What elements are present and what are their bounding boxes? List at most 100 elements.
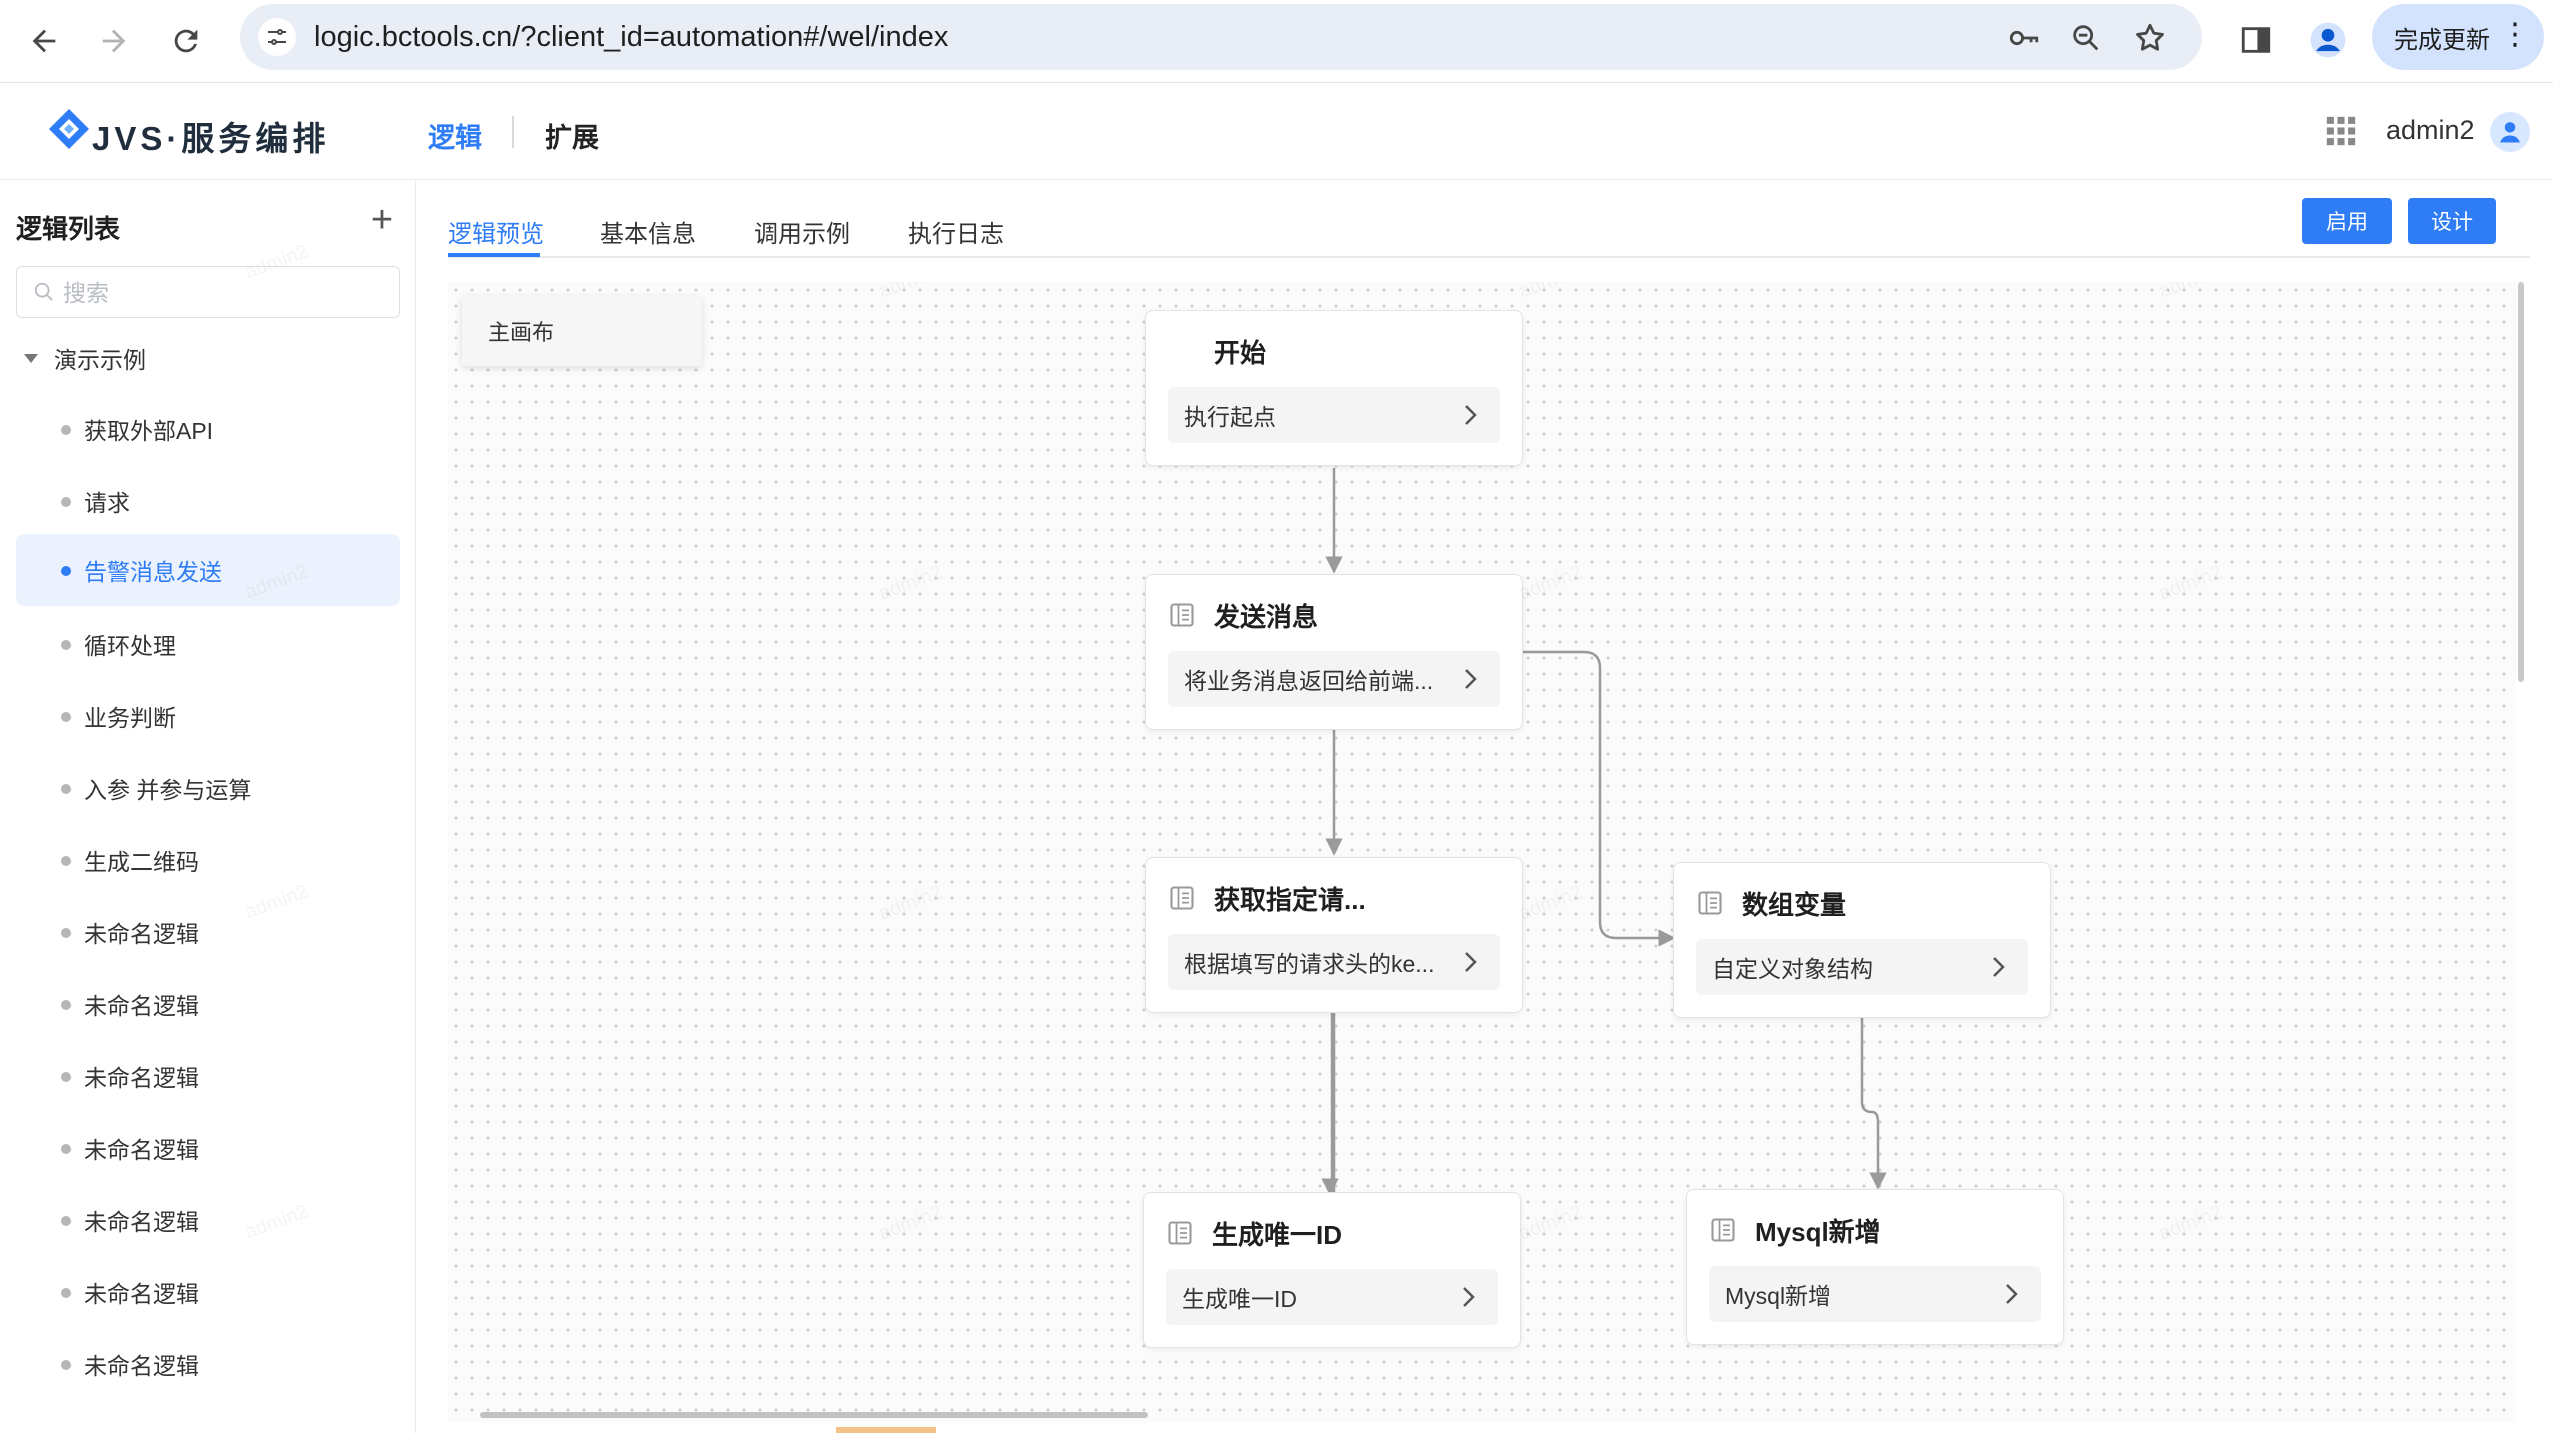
chevron-right-icon — [1465, 669, 1477, 689]
apps-grid-icon[interactable] — [2324, 114, 2358, 148]
side-panel-icon[interactable] — [2230, 14, 2282, 66]
reload-icon — [174, 29, 198, 53]
sidebar-item[interactable]: 未命名逻辑 — [16, 896, 400, 968]
sidebar-item[interactable]: 获取外部API — [16, 393, 400, 465]
sidebar-item-label: 未命名逻辑 — [84, 921, 199, 947]
search-box — [16, 266, 400, 318]
bullet-icon — [61, 1288, 71, 1298]
avatar[interactable] — [2490, 112, 2530, 152]
address-bar[interactable]: logic.bctools.cn/?client_id=automation#/… — [240, 4, 2202, 70]
bullet-icon — [61, 1216, 71, 1226]
top-tab-divider — [512, 116, 514, 148]
sidebar-item[interactable]: 入参 并参与运算 — [16, 752, 400, 824]
node-body[interactable]: Mysql新增 — [1709, 1266, 2041, 1322]
node-title: 数组变量 — [1742, 890, 1847, 920]
sidebar-item[interactable]: 业务判断 — [16, 680, 400, 752]
node-title: 生成唯一ID — [1212, 1220, 1343, 1250]
node-body[interactable]: 生成唯一ID — [1166, 1269, 1498, 1325]
chevron-right-icon — [2006, 1284, 2018, 1304]
node-array-variable[interactable]: 数组变量 自定义对象结构 — [1673, 862, 2051, 1018]
update-label: 完成更新 — [2394, 26, 2490, 54]
reload-button[interactable] — [158, 13, 214, 69]
bullet-icon — [61, 566, 71, 576]
node-mysql-insert[interactable]: Mysql新增 Mysql新增 — [1686, 1189, 2064, 1345]
node-description: Mysql新增 — [1725, 1283, 1832, 1309]
sidebar-item-label: 未命名逻辑 — [84, 1065, 199, 1091]
sidebar-item[interactable]: 未命名逻辑 — [16, 968, 400, 1040]
tab-execution-log[interactable]: 执行日志 — [908, 221, 1004, 248]
group-demo-examples[interactable]: 演示示例 — [24, 341, 146, 375]
node-generate-unique-id[interactable]: 生成唯一ID 生成唯一ID — [1143, 1192, 1521, 1348]
node-title: 获取指定请... — [1214, 885, 1366, 915]
sidebar-item[interactable]: 未命名逻辑 — [16, 1040, 400, 1112]
sidebar-item-label: 生成二维码 — [84, 849, 199, 875]
sidebar-item[interactable]: 未命名逻辑 — [16, 1256, 400, 1328]
zoom-icon[interactable] — [2066, 18, 2106, 58]
sidebar-item-label: 未命名逻辑 — [84, 993, 199, 1019]
back-button[interactable] — [16, 13, 72, 69]
chevron-right-icon — [1463, 1287, 1475, 1307]
tab-logic-preview[interactable]: 逻辑预览 — [448, 221, 544, 248]
sidebar-item-label: 未命名逻辑 — [84, 1137, 199, 1163]
app-header: JVS·服务编排 逻辑 扩展 admin2 — [0, 84, 2553, 180]
top-tab-logic[interactable]: 逻辑 — [428, 123, 482, 153]
top-tab-extension[interactable]: 扩展 — [545, 123, 599, 153]
user-name[interactable]: admin2 — [2386, 115, 2475, 145]
sidebar-item-label: 获取外部API — [84, 418, 214, 444]
detail-tabs: 逻辑预览 基本信息 调用示例 执行日志 — [448, 200, 2530, 258]
canvas-tab-main[interactable]: 主画布 — [462, 296, 702, 366]
bullet-icon — [61, 928, 71, 938]
bullet-icon — [61, 784, 71, 794]
bookmark-star-icon[interactable] — [2130, 18, 2170, 58]
sidebar-item-active[interactable]: 告警消息发送 — [16, 534, 400, 606]
sidebar-item[interactable]: 循环处理 — [16, 608, 400, 680]
sidebar-item[interactable]: 请求 — [16, 465, 400, 537]
user-icon — [2500, 122, 2520, 143]
forward-button[interactable] — [86, 13, 142, 69]
arrow-right-icon — [102, 29, 126, 53]
canvas-horizontal-scrollbar[interactable] — [480, 1412, 1148, 1418]
flow-canvas[interactable]: 主画布 开始 执行起点 发送消息 将业务消息返回给前端... 获取指定 — [448, 282, 2516, 1422]
password-key-icon[interactable] — [2004, 18, 2044, 58]
sidebar-item[interactable]: 未命名逻辑 — [16, 1184, 400, 1256]
node-body[interactable]: 根据填写的请求头的ke... — [1168, 934, 1500, 990]
bullet-icon — [61, 712, 71, 722]
bullet-icon — [61, 1360, 71, 1370]
sidebar-item[interactable]: 未命名逻辑 — [16, 1328, 400, 1400]
group-label: 演示示例 — [54, 347, 146, 373]
node-description: 根据填写的请求头的ke... — [1184, 951, 1435, 977]
logic-list-sidebar: 逻辑列表 + 演示示例 获取外部API 请求 告警消息发送 循环处理 业务判断 … — [0, 181, 416, 1433]
node-send-message[interactable]: 发送消息 将业务消息返回给前端... — [1145, 574, 1523, 730]
chevron-right-icon — [1465, 405, 1477, 425]
jvs-logo-icon — [49, 109, 89, 149]
node-title: Mysql新增 — [1755, 1217, 1881, 1247]
node-start[interactable]: 开始 执行起点 — [1145, 310, 1523, 466]
profile-icon[interactable] — [2302, 14, 2354, 66]
node-body[interactable]: 执行起点 — [1168, 387, 1500, 443]
bullet-icon — [61, 1072, 71, 1082]
url-text: logic.bctools.cn/?client_id=automation#/… — [314, 21, 949, 53]
sidebar-item-label: 未命名逻辑 — [84, 1353, 199, 1379]
node-body[interactable]: 将业务消息返回给前端... — [1168, 651, 1500, 707]
function-node-icon — [1711, 1218, 1735, 1242]
enable-button[interactable]: 启用 — [2302, 198, 2392, 244]
tab-call-example[interactable]: 调用示例 — [754, 221, 850, 248]
active-tab-indicator — [448, 253, 540, 257]
bullet-icon — [61, 1144, 71, 1154]
sidebar-item-label: 循环处理 — [84, 633, 176, 659]
canvas-vertical-scrollbar[interactable] — [2518, 282, 2524, 682]
search-input[interactable] — [63, 277, 383, 309]
sidebar-item[interactable]: 未命名逻辑 — [16, 1112, 400, 1184]
design-button[interactable]: 设计 — [2408, 198, 2496, 244]
update-button[interactable]: 完成更新 ⋮ — [2372, 4, 2544, 70]
more-menu-icon[interactable]: ⋮ — [2500, 18, 2530, 51]
bullet-icon — [61, 1000, 71, 1010]
sidebar-item[interactable]: 生成二维码 — [16, 824, 400, 896]
add-logic-button[interactable]: + — [370, 199, 394, 241]
node-title: 发送消息 — [1214, 602, 1319, 632]
site-info-icon[interactable] — [258, 18, 296, 56]
node-get-request-header[interactable]: 获取指定请... 根据填写的请求头的ke... — [1145, 857, 1523, 1013]
chevron-right-icon — [1993, 957, 2005, 977]
node-body[interactable]: 自定义对象结构 — [1696, 939, 2028, 995]
tab-basic-info[interactable]: 基本信息 — [600, 221, 696, 248]
